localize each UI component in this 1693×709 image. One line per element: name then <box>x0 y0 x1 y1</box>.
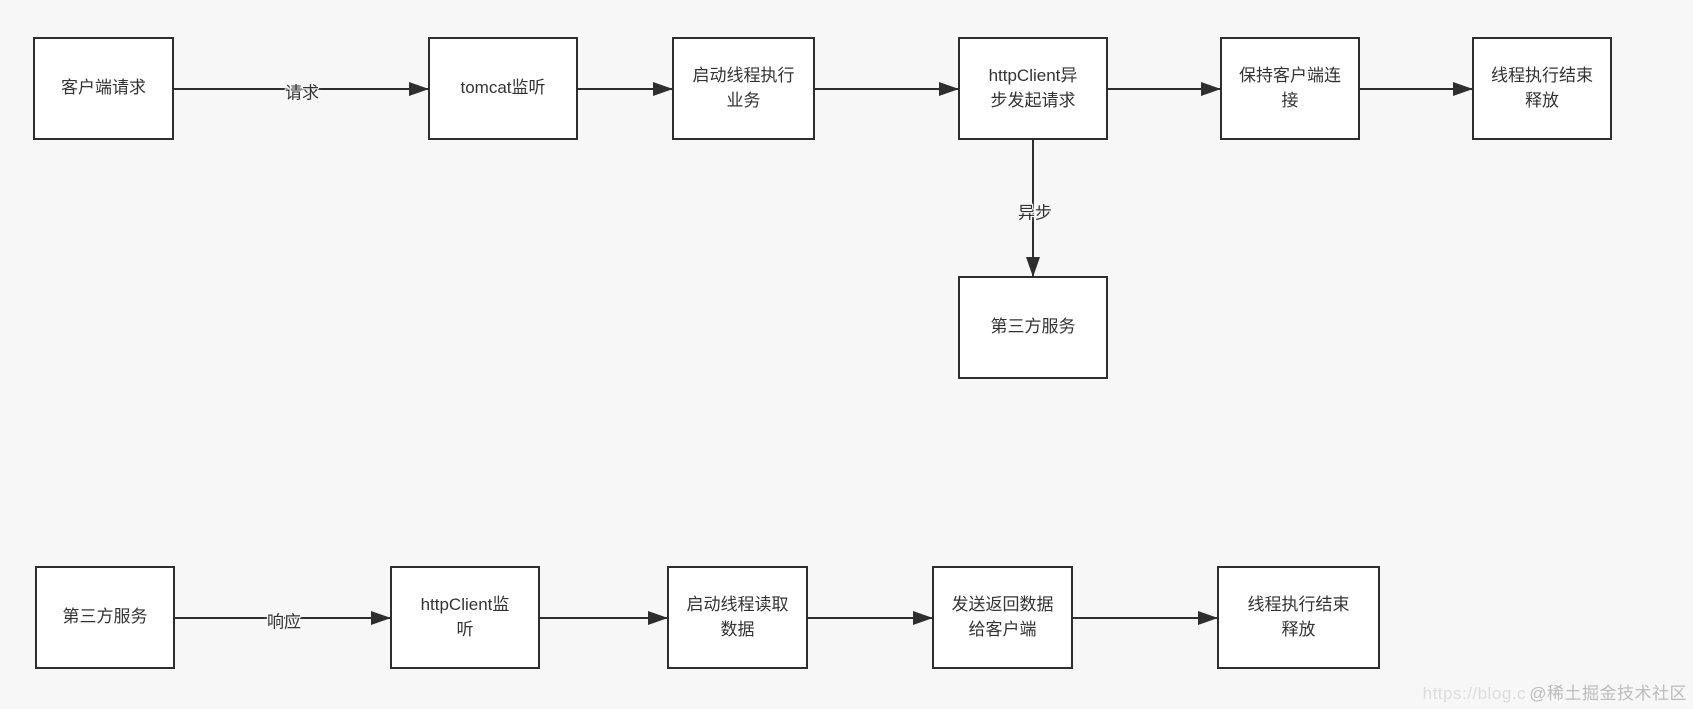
watermark-url-text: https://blog.c <box>1422 684 1526 703</box>
flow-node-label: 启动线程执行 业务 <box>692 65 795 110</box>
watermark: https://blog.c @稀土掘金技术社区 <box>1423 679 1687 704</box>
flow-node-label: tomcat监听 <box>460 78 546 98</box>
flow-node-httpclient-async-request: httpClient异 步发起请求 <box>958 37 1108 140</box>
flow-edge-label-httpclient-async-request-to-third-party-service-top: 异步 <box>1018 203 1052 223</box>
flow-node-label: httpClient监 听 <box>420 594 510 639</box>
flow-node-httpclient-listen: httpClient监 听 <box>390 566 540 669</box>
flow-node-start-thread-read: 启动线程读取 数据 <box>667 566 808 669</box>
watermark-community-text: @稀土掘金技术社区 <box>1529 684 1687 703</box>
flow-node-label: httpClient异 步发起请求 <box>988 65 1078 110</box>
flow-node-keep-client-connection: 保持客户端连 接 <box>1220 37 1360 140</box>
flow-node-send-return-data: 发送返回数据 给客户端 <box>932 566 1073 669</box>
flow-node-label: 线程执行结束 释放 <box>1491 65 1593 110</box>
flow-node-label: 第三方服务 <box>990 317 1076 337</box>
flow-node-tomcat-listen: tomcat监听 <box>428 37 578 140</box>
flow-node-client-request: 客户端请求 <box>33 37 174 140</box>
flow-node-third-party-service-top: 第三方服务 <box>958 276 1108 379</box>
flow-node-label: 第三方服务 <box>62 607 148 627</box>
flow-node-label: 启动线程读取 数据 <box>686 594 789 639</box>
flow-node-start-thread-exec: 启动线程执行 业务 <box>672 37 815 140</box>
flow-node-label: 发送返回数据 给客户端 <box>951 594 1054 639</box>
flow-node-thread-end-release-top: 线程执行结束 释放 <box>1472 37 1612 140</box>
flow-node-label: 客户端请求 <box>61 78 146 98</box>
flow-edge-label-client-request-to-tomcat-listen: 请求 <box>285 83 319 103</box>
flow-node-third-party-service-bottom: 第三方服务 <box>35 566 175 669</box>
flow-node-label: 保持客户端连 接 <box>1239 65 1341 110</box>
flow-node-label: 线程执行结束 释放 <box>1247 594 1350 639</box>
flow-node-thread-end-release-bottom: 线程执行结束 释放 <box>1217 566 1380 669</box>
flow-edge-label-third-party-service-bottom-to-httpclient-listen: 响应 <box>267 612 301 632</box>
